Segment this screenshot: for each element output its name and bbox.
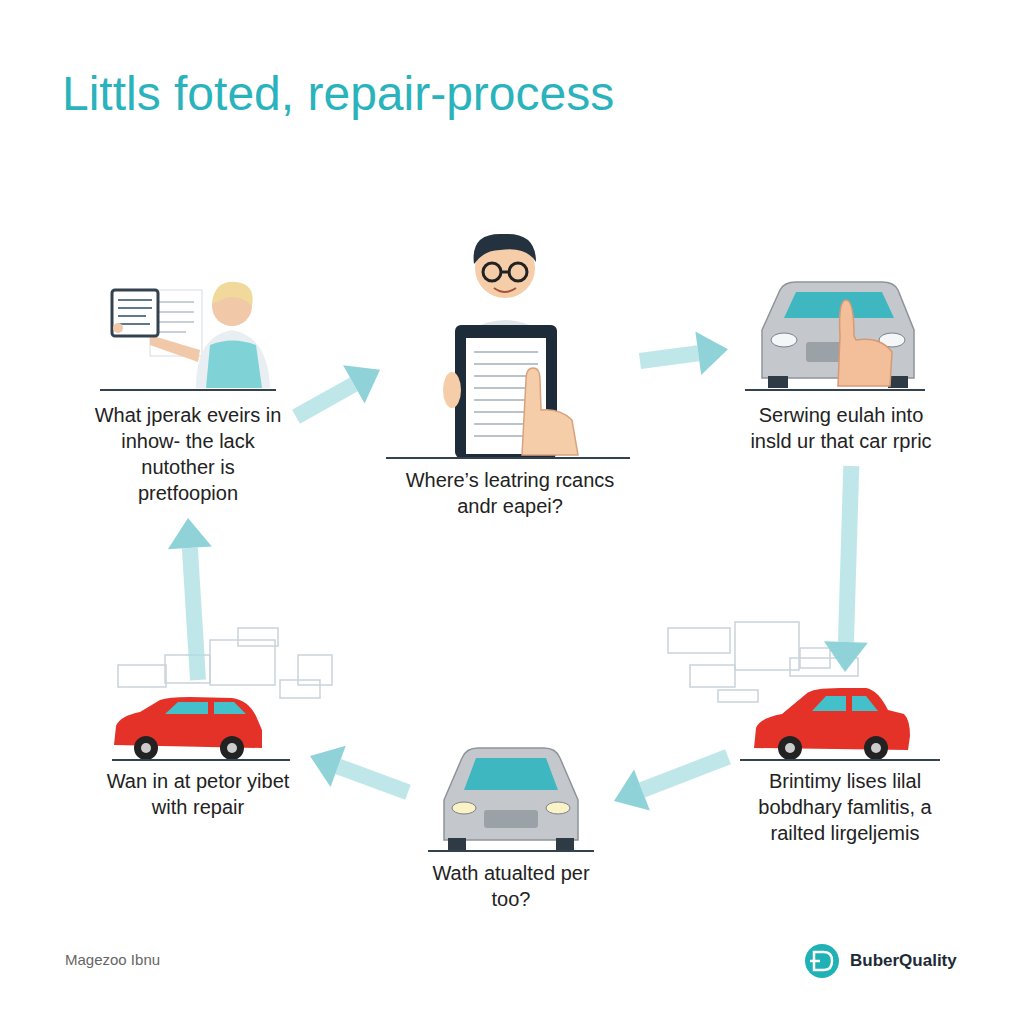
process-step: Where’s leatring rcancs andr eapei? xyxy=(390,230,630,521)
flow-arrow xyxy=(640,331,728,375)
man-with-tablet xyxy=(386,234,630,458)
brand-name: BuberQuality xyxy=(850,951,957,971)
step-caption: What jperak eveirs in inhow- the lack nu… xyxy=(90,400,286,508)
red-sedan xyxy=(740,688,940,760)
flow-arrow xyxy=(310,746,408,792)
red-hatchback xyxy=(112,697,290,760)
flow-arrow xyxy=(296,365,380,417)
flow-arrow xyxy=(824,466,868,672)
grey-car-front xyxy=(428,748,594,851)
step-caption: Wan in at petor yibet with repair xyxy=(96,766,300,822)
decor-rects xyxy=(118,622,858,702)
step-caption: Brintimy lises lilal bobdhary famlitis, … xyxy=(738,766,952,848)
brand-logo xyxy=(805,944,839,978)
flow-arrow xyxy=(168,518,212,680)
person-with-tablet xyxy=(100,282,276,390)
process-step: What jperak eveirs in inhow- the lack nu… xyxy=(90,280,286,508)
diagram-title: Littls foted, repair-process xyxy=(62,58,622,123)
step-caption: Where’s leatring rcancs andr eapei? xyxy=(390,465,630,521)
process-step: Wan in at petor yibet with repair xyxy=(96,690,300,822)
flow-arrow xyxy=(614,757,728,811)
process-step: Wath atualted per too? xyxy=(418,740,604,914)
process-step: Serwing eulah into insld ur that car rpr… xyxy=(738,272,944,456)
footer-credit: Magezoo Ibnu xyxy=(65,951,160,968)
process-step: Brintimy lises lilal bobdhary famlitis, … xyxy=(738,682,952,848)
car-front-with-hand xyxy=(745,282,925,390)
step-caption: Wath atualted per too? xyxy=(418,858,604,914)
step-caption: Serwing eulah into insld ur that car rpr… xyxy=(738,400,944,456)
